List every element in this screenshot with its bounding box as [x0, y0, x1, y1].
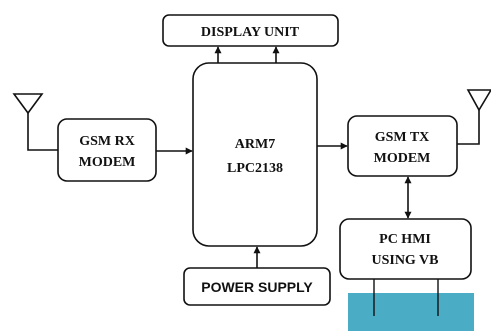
gsm-rx-modem-block: GSM RX MODEM: [57, 118, 157, 182]
power-supply-label: POWER SUPPLY: [201, 279, 313, 295]
arm7-label: ARM7: [235, 137, 275, 152]
lpc2138-label: LPC2138: [227, 161, 283, 176]
gsm-tx-modem-block: GSM TX MODEM: [347, 115, 458, 177]
gsm-rx-modem-label: MODEM: [79, 155, 136, 170]
pc-screen-panel: [348, 279, 474, 331]
tx-antenna-icon: [457, 89, 491, 145]
pc-hmi-label: PC HMI: [379, 232, 431, 247]
pc-hmi-block: PC HMI USING VB: [339, 218, 472, 280]
blue-panel: [348, 293, 474, 331]
arm7-block: ARM7 LPC2138: [192, 62, 318, 247]
gsm-tx-modem-label: MODEM: [374, 151, 431, 166]
pc-hmi-using-vb-label: USING VB: [371, 253, 438, 268]
gsm-tx-label: GSM TX: [375, 130, 430, 145]
display-unit-label: DISPLAY UNIT: [201, 25, 300, 40]
rx-antenna-icon: [12, 93, 58, 151]
display-unit-block: DISPLAY UNIT: [162, 14, 339, 47]
gsm-rx-label: GSM RX: [79, 134, 135, 149]
power-supply-block: POWER SUPPLY: [183, 267, 331, 306]
